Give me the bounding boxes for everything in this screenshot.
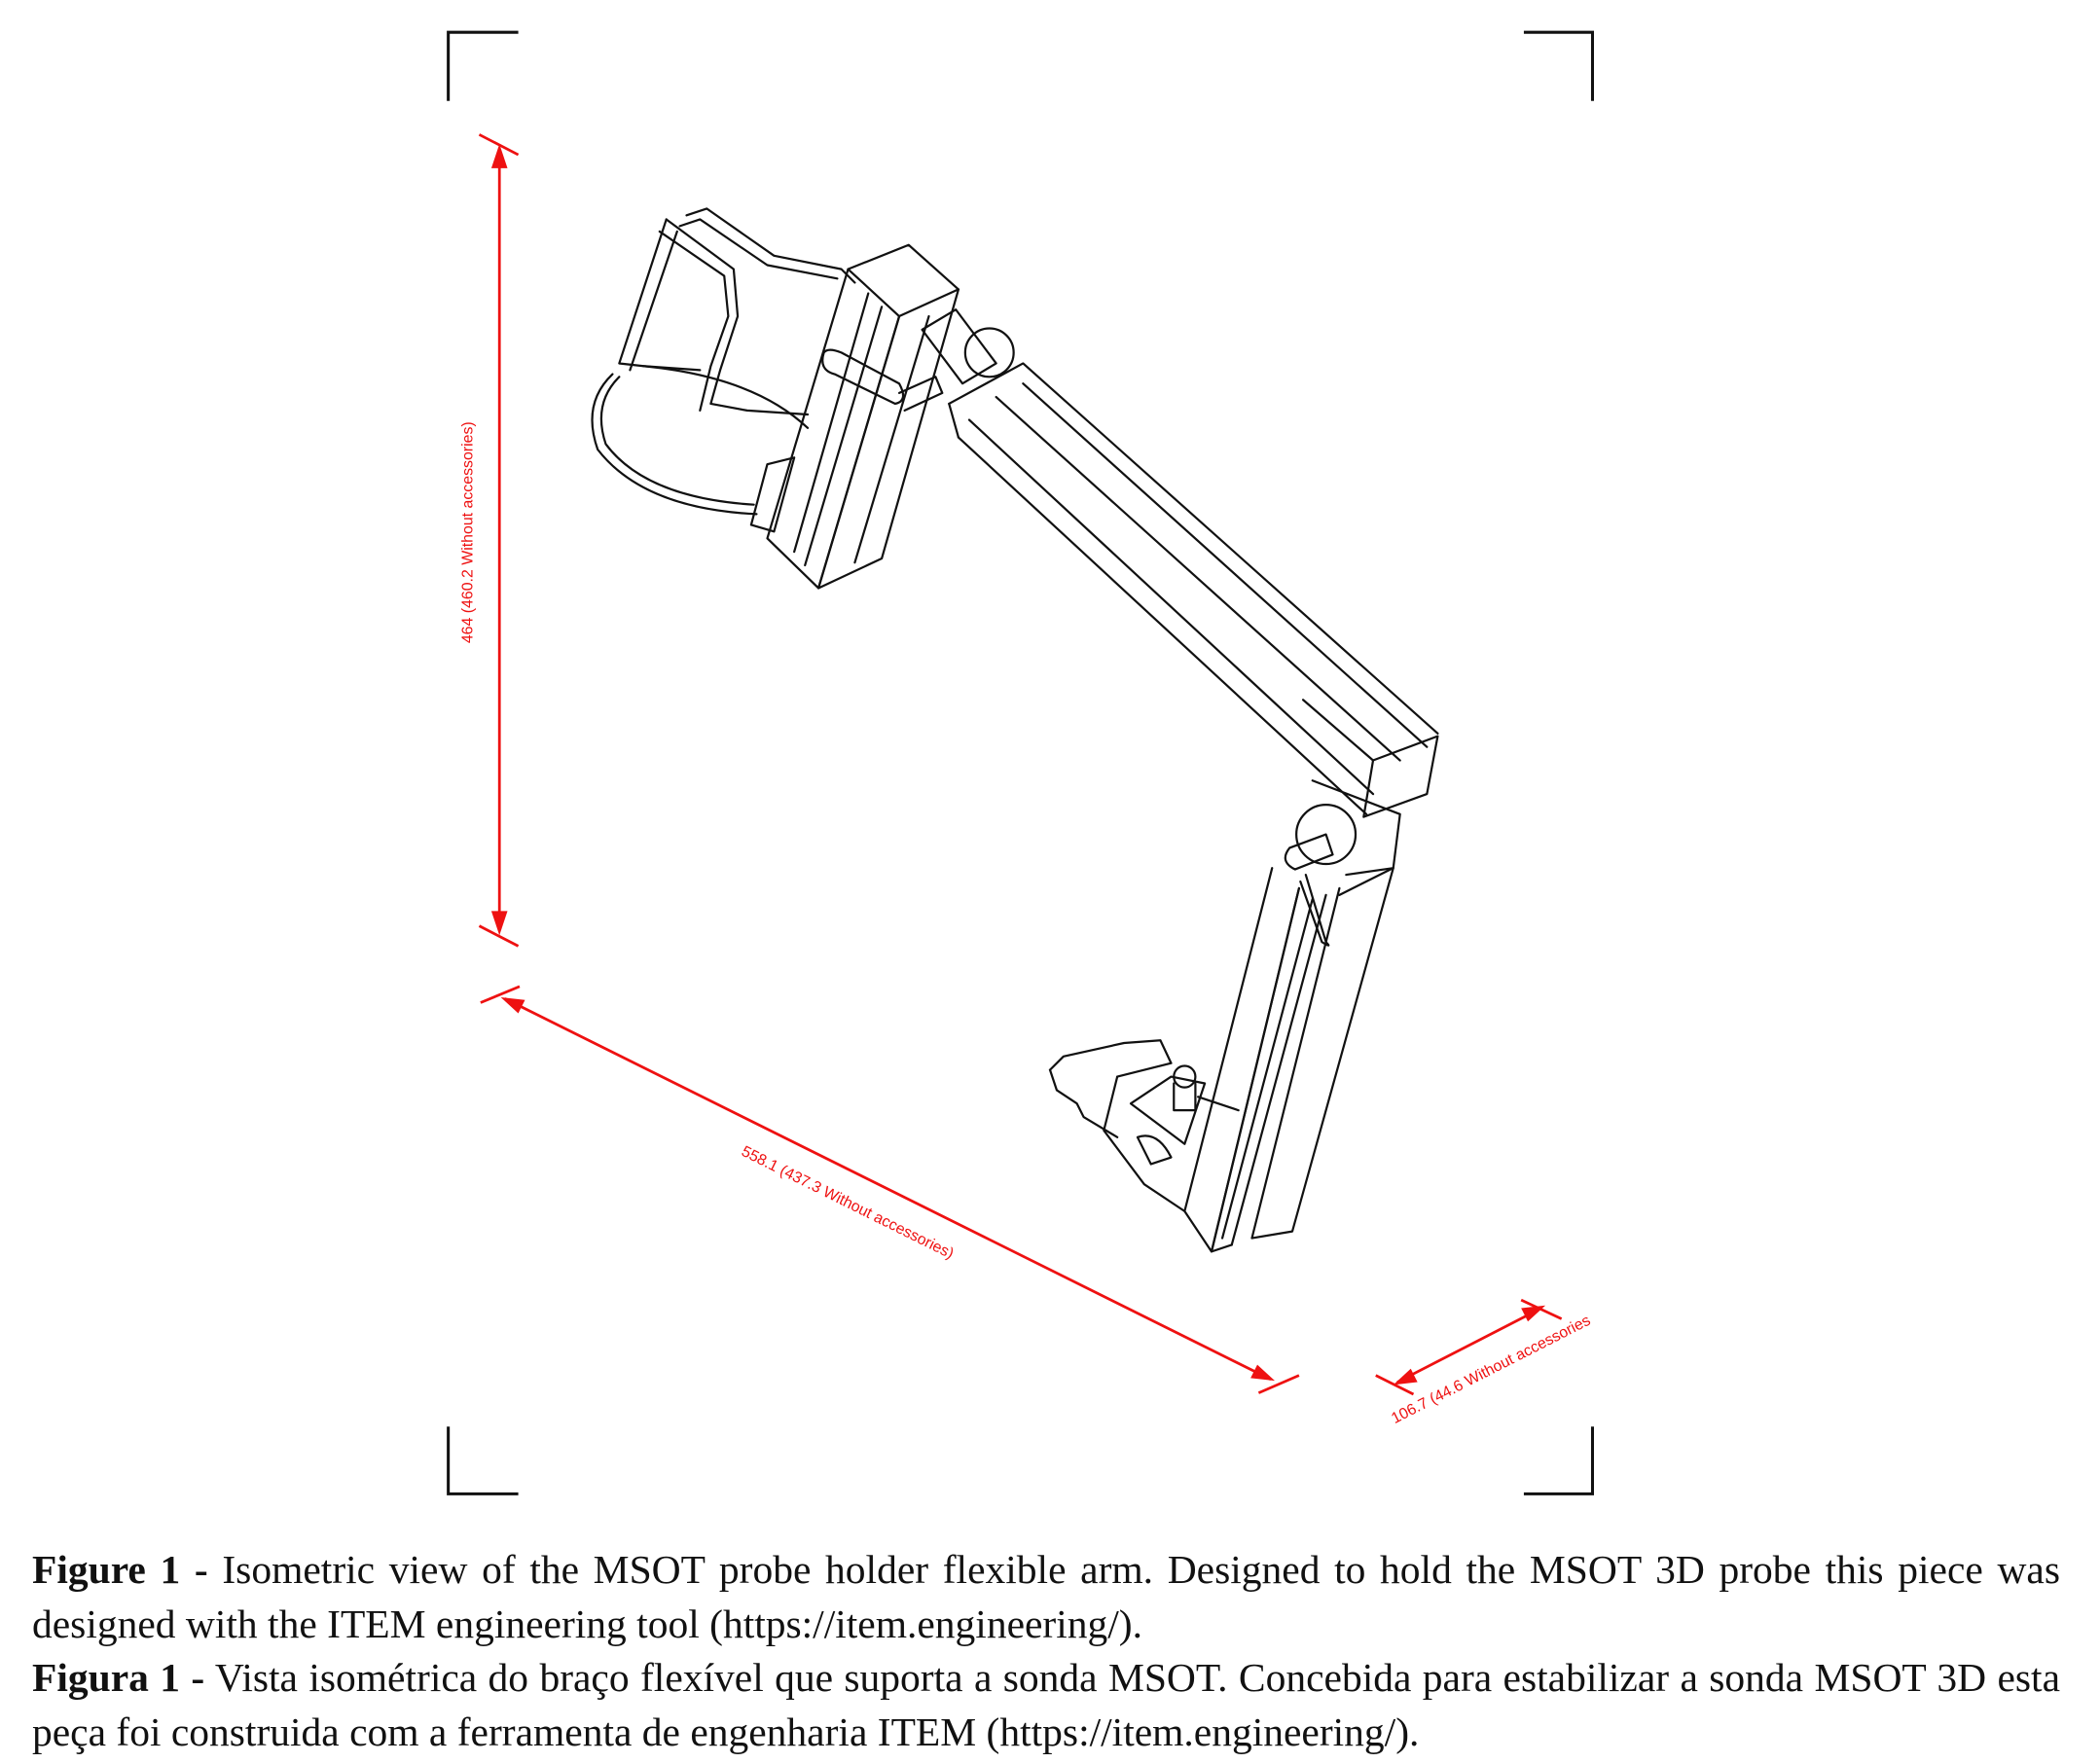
frame-corners	[447, 30, 1595, 1495]
dimension-depth: 106.7 (44.6 Without accessories	[1375, 1298, 1593, 1427]
caption-portuguese-text: Vista isométrica do braço flexível que s…	[32, 1655, 2061, 1754]
dimension-height: 464 (460.2 Without accessories)	[460, 133, 520, 948]
upper-clamp-block	[766, 243, 1015, 590]
caption-english-label: Figure 1 -	[32, 1547, 208, 1592]
dimension-length: 558.1 (437.3 Without accessories)	[480, 985, 1300, 1394]
dimension-length-label: 558.1 (437.3 Without accessories)	[739, 1143, 957, 1262]
caption-portuguese-label: Figura 1 -	[32, 1655, 205, 1700]
probe-cradle	[591, 207, 856, 533]
caption-portuguese: Figura 1 - Vista isométrica do braço fle…	[32, 1651, 2060, 1759]
dimension-height-label: 464 (460.2 Without accessories)	[460, 421, 477, 643]
lower-vertical-beam	[1183, 779, 1401, 1253]
figure-caption: Figure 1 - Isometric view of the MSOT pr…	[32, 1543, 2060, 1759]
bottom-clamp	[1048, 1039, 1240, 1212]
caption-english-text: Isometric view of the MSOT probe holder …	[32, 1547, 2060, 1646]
upper-beam	[948, 362, 1439, 818]
caption-english: Figure 1 - Isometric view of the MSOT pr…	[32, 1543, 2060, 1651]
